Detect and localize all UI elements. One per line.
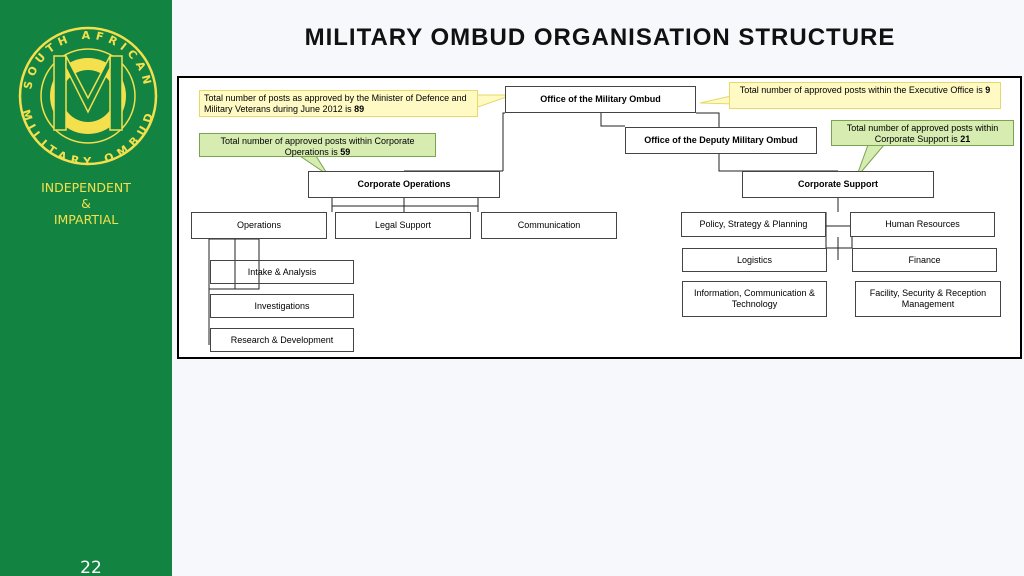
policy-strategy-planning: Policy, Strategy & Planning — [681, 212, 826, 237]
callout-executive-text: Total number of approved posts within th… — [739, 85, 986, 95]
page-title: MILITARY OMBUD ORGANISATION STRUCTURE — [304, 24, 896, 51]
investigations: Investigations — [210, 294, 354, 318]
communication: Communication — [481, 212, 617, 239]
motto-line-3: IMPARTIAL — [53, 212, 119, 227]
motto-line-2: & — [81, 196, 91, 211]
office-of-deputy-military-ombud: Office of the Deputy Military Ombud — [625, 127, 817, 154]
callout-corporate-ops-text: Total number of approved posts within Co… — [220, 136, 415, 157]
logistics: Logistics — [682, 248, 827, 272]
intake-and-analysis: Intake & Analysis — [210, 260, 354, 284]
page-number: 22 — [80, 558, 102, 576]
callout-total-text: Total number of posts as approved by the… — [204, 93, 467, 114]
motto-line-1: INDEPENDENT — [41, 180, 131, 195]
motto: INDEPENDENT & IMPARTIAL — [0, 180, 172, 228]
callout-corporate-operations-posts: Total number of approved posts within Co… — [199, 133, 436, 157]
finance: Finance — [852, 248, 997, 272]
callout-executive-value: 9 — [985, 85, 991, 95]
sidebar: SOUTH AFRICAN MILITARY OMBUD INDEPENDENT… — [0, 0, 172, 576]
corporate-support: Corporate Support — [742, 171, 934, 198]
research-and-development: Research & Development — [210, 328, 354, 352]
callout-executive-posts: Total number of approved posts within th… — [729, 82, 1001, 109]
military-ombud-logo: SOUTH AFRICAN MILITARY OMBUD — [18, 26, 158, 166]
callout-total-value: 89 — [354, 104, 365, 114]
corporate-operations: Corporate Operations — [308, 171, 500, 198]
operations: Operations — [191, 212, 327, 239]
information-communication-technology: Information, Communication & Technology — [682, 281, 827, 317]
office-of-military-ombud: Office of the Military Ombud — [505, 86, 696, 113]
callout-corporate-support-text: Total number of approved posts within Co… — [846, 123, 999, 144]
callout-corporate-ops-value: 59 — [340, 147, 351, 157]
facility-security-reception-management: Facility, Security & Reception Managemen… — [855, 281, 1001, 317]
human-resources: Human Resources — [850, 212, 995, 237]
callout-total-posts: Total number of posts as approved by the… — [199, 90, 478, 117]
callout-corporate-support-value: 21 — [960, 134, 971, 144]
legal-support: Legal Support — [335, 212, 471, 239]
callout-corporate-support-posts: Total number of approved posts within Co… — [831, 120, 1014, 146]
